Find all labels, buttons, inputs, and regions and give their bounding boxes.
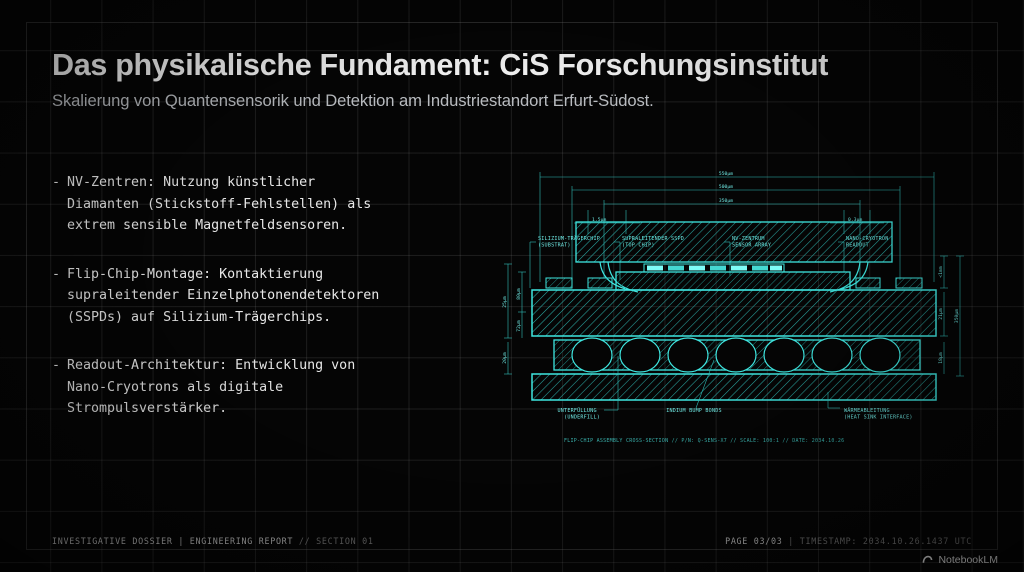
- footer-left: INVESTIGATIVE DOSSIER | ENGINEERING REPO…: [52, 536, 374, 546]
- callout-label: UNTERFÜLLUNG (UNDERFILL): [558, 407, 600, 421]
- callout-label: INDIUM BUMP BONDS: [666, 408, 722, 414]
- diagram-caption: FLIP-CHIP ASSEMBLY CROSS-SECTION // P/N:…: [564, 438, 844, 444]
- heat-sink-base-plate: [531, 373, 937, 401]
- dimension-label: 72µm: [516, 320, 522, 332]
- footer-left-main: INVESTIGATIVE DOSSIER | ENGINEERING REPO…: [52, 536, 294, 546]
- bullet-text: NV-Zentren: Nutzung künstlicher Diamante…: [67, 175, 372, 234]
- bullet-marker: -: [52, 266, 61, 282]
- dimension-label: 350µm: [719, 198, 733, 204]
- slide-footer: INVESTIGATIVE DOSSIER | ENGINEERING REPO…: [52, 536, 972, 546]
- list-item: - Readout-Architektur: Entwicklung von N…: [52, 355, 472, 420]
- sspd-top-chip-plate: [615, 271, 851, 291]
- page-title: Das physikalische Fundament: CiS Forschu…: [52, 48, 829, 82]
- slide-header: Das physikalische Fundament: CiS Forschu…: [52, 48, 974, 111]
- dimension-label: 350µm: [954, 309, 960, 323]
- dimension-label: 21µm: [938, 308, 944, 320]
- flip-chip-cross-section-diagram: 550µm 500µm 350µm 1.5µm 0.3µm SILIZIUM-T…: [492, 160, 982, 450]
- nv-sensor-array-pads: [643, 263, 785, 273]
- dimension-label: <1mm: [938, 266, 944, 278]
- footer-right: PAGE 03/03 | TIMESTAMP: 2034.10.26.1437 …: [725, 536, 972, 546]
- silicon-substrate-slab: [531, 289, 937, 337]
- dimension-label: 20µm: [502, 352, 508, 364]
- bullet-marker: -: [52, 175, 61, 190]
- notebooklm-logo-icon: [923, 555, 933, 563]
- callout-label: WÄRMEABLEITUNG (HEAT SINK INTERFACE): [844, 407, 913, 421]
- footer-left-section: // SECTION 01: [298, 536, 374, 546]
- dimension-label: 25µm: [502, 296, 508, 308]
- page-number: PAGE 03/03: [725, 536, 783, 546]
- bullet-list: - NV-Zentren: Nutzung künstlicher Diaman…: [52, 172, 472, 447]
- bullet-text: Flip-Chip-Montage: Kontaktierung suprale…: [67, 266, 380, 325]
- notebooklm-watermark: NotebookLM: [921, 553, 998, 566]
- indium-bump-bond-row: [553, 337, 921, 373]
- list-item: - Flip-Chip-Montage: Kontaktierung supra…: [52, 264, 472, 329]
- dimension-label: 18µm: [938, 352, 944, 364]
- watermark-label: NotebookLM: [938, 553, 998, 566]
- footer-timestamp: | TIMESTAMP: 2034.10.26.1437 UTC: [788, 536, 972, 546]
- page-subtitle: Skalierung von Quantensensorik und Detek…: [52, 91, 654, 111]
- dimension-label: 80µm: [516, 288, 522, 300]
- dimension-label: 500µm: [719, 184, 733, 190]
- bullet-text: Readout-Architektur: Entwicklung von Nan…: [67, 358, 356, 417]
- bullet-marker: -: [52, 358, 61, 374]
- dimension-label: 550µm: [719, 171, 733, 177]
- top-chip-body: [575, 221, 893, 263]
- list-item: - NV-Zentren: Nutzung künstlicher Diaman…: [52, 172, 472, 237]
